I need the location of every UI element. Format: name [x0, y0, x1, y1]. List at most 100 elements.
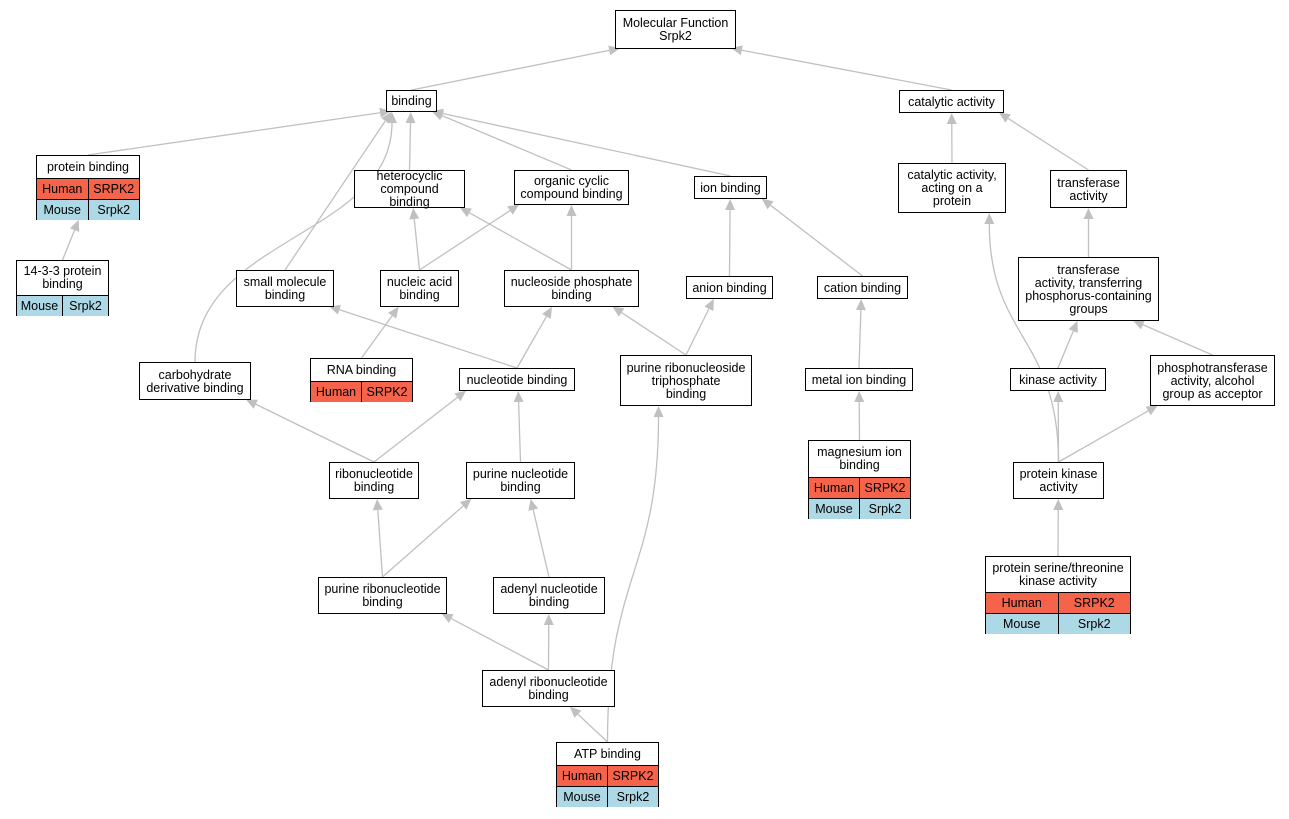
edge-line — [728, 209, 731, 277]
mouse-gene-row: Mouse Srpk2 — [809, 498, 910, 519]
go-term-binding[interactable]: binding — [386, 90, 437, 112]
term-label: metal ion binding — [811, 372, 907, 387]
species-label: Human — [315, 384, 357, 399]
edge-line — [858, 309, 862, 369]
species-label: Mouse — [43, 202, 82, 217]
edge-line — [621, 312, 687, 356]
go-term-kinase[interactable]: kinase activity — [1010, 368, 1106, 391]
human-gene-row: Human SRPK2 — [311, 381, 412, 402]
gene-symbol: SRPK2 — [1057, 593, 1131, 613]
edge-arrowhead — [542, 306, 552, 319]
edge-line — [770, 204, 863, 277]
edge-line — [741, 49, 952, 91]
edge-arrowhead — [388, 306, 399, 319]
go-term-nucleotide[interactable]: nucleotide binding — [459, 368, 575, 391]
term-label: cation binding — [823, 280, 902, 295]
go-term-catalytic[interactable]: catalytic activity — [899, 90, 1004, 113]
edge-arrowhead — [725, 198, 736, 211]
edge-arrowhead — [998, 112, 1011, 123]
edge-line — [441, 115, 572, 171]
edge-line — [382, 505, 464, 578]
edge-line — [413, 218, 421, 271]
edge-arrowhead — [761, 198, 774, 210]
gene-symbol: Srpk2 — [87, 200, 140, 220]
go-term-metal-ion[interactable]: metal ion binding — [805, 368, 913, 391]
species-label: Human — [42, 181, 83, 196]
edge-arrowhead — [69, 219, 80, 232]
edge-line — [373, 396, 458, 463]
gene-symbol: SRPK2 — [87, 179, 140, 199]
edge-arrowhead — [854, 390, 865, 403]
species-label: Mouse — [815, 501, 853, 516]
edge-arrowhead — [379, 107, 392, 118]
edge-arrowhead — [569, 706, 582, 718]
term-label: nucleotide binding — [466, 372, 568, 387]
edge-line — [450, 618, 549, 671]
gene-symbol: Srpk2 — [859, 499, 910, 519]
species-label: Mouse — [1002, 616, 1041, 631]
edge-arrowhead — [566, 205, 577, 216]
edge-arrowhead — [1053, 498, 1064, 511]
edge-line — [1007, 117, 1089, 171]
go-term-anion[interactable]: anion binding — [686, 276, 773, 299]
term-label: catalytic activity — [908, 94, 995, 109]
edge-line — [469, 212, 572, 271]
edge-line — [419, 210, 511, 271]
term-label: binding — [391, 94, 432, 108]
term-label: ion binding — [700, 180, 761, 195]
edge-line — [408, 122, 412, 171]
species-label: Human — [813, 480, 855, 495]
gene-symbol: SRPK2 — [361, 382, 412, 402]
edge-arrowhead — [459, 207, 472, 218]
species-label: Mouse — [20, 298, 59, 313]
edge-line — [339, 309, 518, 369]
edge-arrowhead — [528, 498, 539, 511]
go-term-ion-binding[interactable]: ion binding — [694, 176, 767, 199]
term-label: RNA binding — [326, 362, 397, 377]
go-term-cation[interactable]: cation binding — [817, 276, 908, 299]
edge-arrowhead — [387, 112, 397, 123]
gene-symbol: Srpk2 — [607, 787, 658, 807]
edge-arrowhead — [946, 112, 957, 125]
edge-line — [577, 713, 608, 743]
edge-arrowhead — [1132, 320, 1145, 330]
edge-line — [606, 416, 660, 743]
edge-arrowhead — [409, 207, 420, 220]
gene-symbol: Srpk2 — [62, 296, 108, 316]
